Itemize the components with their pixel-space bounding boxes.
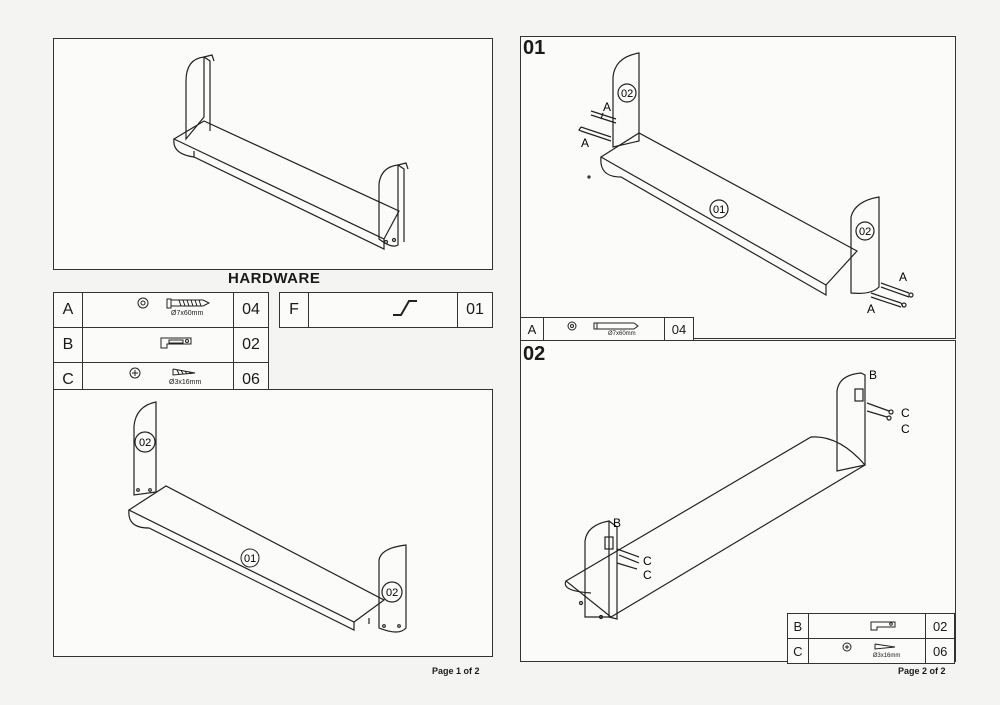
hardware-qty: 06 (925, 638, 955, 664)
hardware-letter: B (787, 613, 809, 639)
step-01-hardware-table: A Ø7x60mm 04 (520, 317, 694, 341)
step-02-drawing: B C C B C C (564, 368, 910, 620)
screw-spec: Ø3x16mm (169, 379, 202, 386)
bracket-label: B (869, 368, 877, 382)
fastener-label: A (899, 270, 907, 284)
step-02-hardware-table: B 02 C Ø3x16mm 06 (787, 613, 955, 664)
hardware-title: HARDWARE (228, 270, 321, 287)
table-row: C Ø3x16mm 06 (787, 638, 955, 664)
table-row: A Ø7x60mm 04 (520, 317, 694, 341)
bolt-spec: Ø7x60mm (608, 331, 636, 337)
step-01-drawing: 02 01 02 A A A A (578, 52, 914, 316)
fastener-label: A (603, 100, 611, 114)
step-02-panel: 02 B C C B C C B (520, 340, 956, 664)
hardware-table-f: F 01 (279, 292, 493, 328)
fastener-label: A (867, 302, 875, 316)
callout-panel: 01 (713, 204, 725, 216)
bracket-icon (160, 337, 192, 349)
hardware-letter: B (53, 327, 83, 363)
hardware-letter: A (520, 317, 544, 341)
bolt-icon (567, 321, 639, 331)
fastener-label: A (581, 136, 589, 150)
bolt-illustration: Ø7x60mm (543, 317, 665, 341)
step-01-number: 01 (523, 37, 546, 59)
hardware-qty: 04 (233, 292, 269, 328)
hardware-letter: A (53, 292, 83, 328)
table-row: B 02 (787, 613, 955, 639)
assembled-shelf-drawing (172, 54, 409, 250)
exploded-view-panel: 02 01 02 (53, 389, 493, 657)
bolt-icon (137, 297, 211, 309)
callout-side-right: 02 (386, 587, 398, 599)
screw-label: C (901, 422, 910, 436)
page-1-label: Page 1 of 2 (432, 666, 480, 676)
exploded-drawing: 02 01 02 (127, 401, 407, 633)
callout-panel: 01 (244, 553, 256, 565)
bracket-icon (870, 621, 896, 631)
callout-side-left: 02 (621, 88, 633, 100)
bolt-illustration: Ø7x60mm (82, 292, 234, 328)
hardware-letter: F (279, 292, 309, 328)
hardware-qty: 02 (925, 613, 955, 639)
bracket-illustration (82, 327, 234, 363)
step-02-number: 02 (523, 343, 546, 365)
assembled-shelf-panel (53, 38, 493, 270)
hardware-qty: 02 (233, 327, 269, 363)
step-01-panel: 01 02 01 02 A A A A (520, 36, 956, 341)
screw-icon (129, 367, 196, 379)
bolt-spec: Ø7x60mm (171, 310, 204, 317)
callout-side-left: 02 (139, 437, 151, 449)
callout-side-right: 02 (859, 226, 871, 238)
allen-key-illustration (308, 292, 458, 328)
hardware-table: A Ø7x60mm 04 B 02 C (53, 292, 269, 398)
hardware-letter: C (787, 638, 809, 664)
screw-label: C (643, 554, 652, 568)
screw-label: C (901, 406, 910, 420)
hardware-qty: 04 (664, 317, 694, 341)
screw-label: C (643, 568, 652, 582)
screw-illustration: Ø3x16mm (807, 638, 927, 664)
table-row: A Ø7x60mm 04 (53, 292, 269, 328)
table-row: B 02 (53, 327, 269, 363)
bracket-label: B (613, 516, 621, 530)
screw-icon (842, 642, 895, 652)
allen-key-icon (393, 300, 417, 316)
table-row: F 01 (279, 292, 493, 328)
screw-spec: Ø3x16mm (872, 653, 901, 659)
hardware-qty: 01 (457, 292, 493, 328)
page-2-label: Page 2 of 2 (898, 666, 946, 676)
bracket-illustration (807, 613, 927, 639)
